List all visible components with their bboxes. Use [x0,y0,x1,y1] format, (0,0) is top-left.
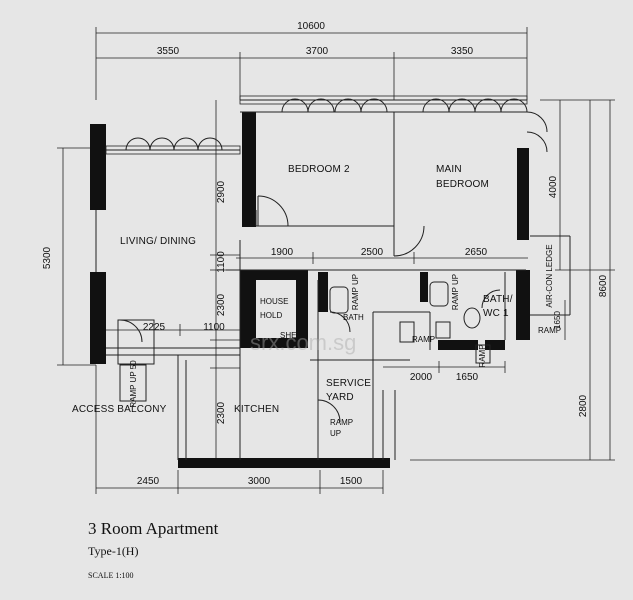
ramp-small-right: RAMP [538,326,561,335]
dim-yard-1650: 1650 [456,372,479,383]
watermark: srx.com.sg [250,330,356,355]
room-household-shelter-2: HOLD [260,311,282,320]
dim-right-1650: 1650 [553,311,562,329]
ramp-up-yard-line2: UP [330,429,341,438]
dim-balcony-1100: 1100 [203,322,225,333]
room-service-yard-line2: YARD [326,392,354,403]
room-household-shelter-1: HOUSE [260,297,288,306]
title-block: 3 Room Apartment Type-1(H) SCALE 1:100 [88,519,219,580]
plan-title: 3 Room Apartment [88,519,219,538]
dim-bottom-2450: 2450 [137,476,160,487]
room-bedroom-2: BEDROOM 2 [288,164,350,175]
outlines [95,95,571,460]
dim-right-4000: 4000 [548,175,559,198]
walls [90,112,530,468]
room-access-balcony: ACCESS BALCONY [72,404,167,415]
plan-type: Type-1(H) [88,544,138,558]
ramp-up-yard-line1: RAMP [330,418,353,427]
ramp-up-balcony: RAMP UP 50 [129,360,138,408]
room-labels: BEDROOM 2 MAIN BEDROOM LIVING/ DINING HO… [72,164,561,438]
dim-right-8600: 8600 [598,274,609,297]
dimension-labels: 10600 3550 3700 3350 5300 2900 1100 2300… [42,21,609,487]
plan-scale: SCALE 1:100 [88,571,134,580]
dim-overall-width: 10600 [297,21,325,32]
room-bath-wc-line1: BATH/ [483,294,513,305]
ramp-up-bath-b: RAMP UP [451,274,460,310]
dim-balcony-2225: 2225 [143,322,166,333]
door-swings [119,98,548,423]
dim-mid-1900: 1900 [271,247,294,258]
room-kitchen: KITCHEN [234,404,279,415]
dim-top-3: 3350 [451,46,474,57]
dim-bottom-1500: 1500 [340,476,363,487]
dim-left-1100: 1100 [216,251,227,273]
dim-left-2900: 2900 [216,180,227,203]
dim-right-2800: 2800 [578,394,589,417]
room-bath-wc-line2: WC 1 [483,308,509,319]
dim-yard-2000: 2000 [410,372,433,383]
dim-left-2300a: 2300 [216,293,227,316]
room-living-dining: LIVING/ DINING [120,236,196,247]
dimension-lines [57,27,615,494]
dim-left-5300: 5300 [42,246,53,269]
dim-top-1: 3550 [157,46,180,57]
ramp-small-yard: RAMP [478,344,487,367]
ramp-up-bath-a: RAMP UP [351,274,360,310]
room-service-yard-line1: SERVICE [326,378,371,389]
room-main-bedroom-line2: BEDROOM [436,179,489,190]
room-household-shelter-3: SHE [280,331,296,340]
dim-bottom-3000: 3000 [248,476,271,487]
dim-top-2: 3700 [306,46,329,57]
air-con-ledge: AIR-CON LEDGE [545,244,554,307]
ramp-small-bath: RAMP [412,335,435,344]
dim-left-2300b: 2300 [216,401,227,424]
room-main-bedroom-line1: MAIN [436,164,462,175]
dim-mid-2650: 2650 [465,247,488,258]
dim-mid-2500: 2500 [361,247,384,258]
room-bath: BATH [343,313,364,322]
